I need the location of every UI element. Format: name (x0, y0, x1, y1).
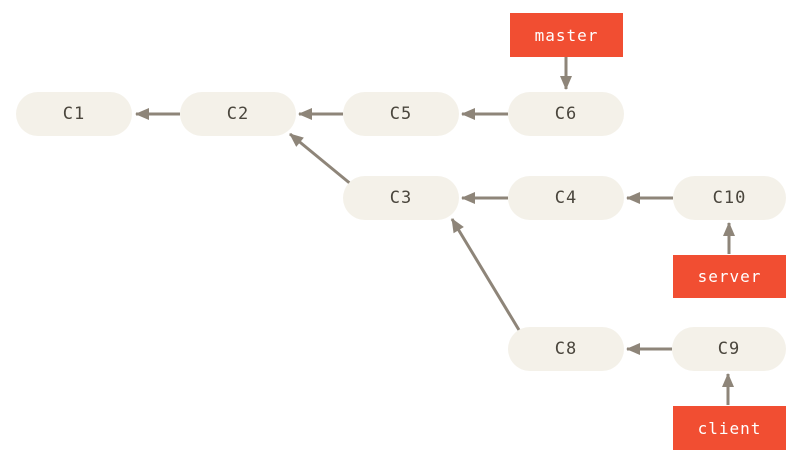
edge-c3-to-c2 (289, 132, 353, 187)
commit-node-label: C1 (62, 104, 86, 124)
commit-node-label: C3 (389, 188, 413, 208)
commit-node-label: C9 (717, 339, 741, 359)
branch-label-text: client (697, 418, 762, 438)
commit-node-label: C6 (554, 104, 578, 124)
commit-node-c2: C2 (180, 92, 296, 136)
commit-node-c8: C8 (508, 327, 624, 371)
commit-node-label: C2 (226, 104, 250, 124)
edge-c8-to-c3 (450, 218, 521, 331)
branch-label-server: server (673, 255, 786, 298)
commit-node-label: C10 (712, 188, 747, 208)
branch-label-text: master (534, 25, 599, 45)
branch-label-master: master (510, 13, 623, 57)
commit-node-c5: C5 (343, 92, 459, 136)
commit-node-c4: C4 (508, 176, 624, 220)
commit-node-label: C5 (389, 104, 413, 124)
commit-node-c9: C9 (672, 327, 786, 371)
commit-node-c6: C6 (508, 92, 624, 136)
commit-node-c10: C10 (673, 176, 786, 220)
commit-node-label: C4 (554, 188, 578, 208)
commit-node-c3: C3 (343, 176, 459, 220)
branch-label-text: server (697, 267, 762, 286)
branch-label-client: client (673, 406, 786, 450)
commit-node-label: C8 (554, 339, 578, 359)
commit-node-c1: C1 (16, 92, 132, 136)
